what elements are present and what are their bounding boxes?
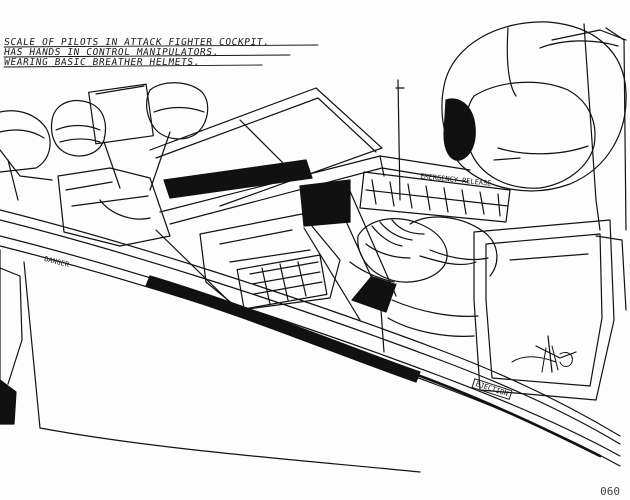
note-underlines xyxy=(3,44,319,68)
front-pilot-seat xyxy=(473,219,627,401)
rear-vent-grille xyxy=(359,171,511,223)
left-pilot-helmet xyxy=(50,82,209,191)
far-left-helmet xyxy=(0,110,53,201)
canopy-sill-rail xyxy=(0,209,621,467)
front-pilot-helmet xyxy=(441,21,627,192)
page-number: 060 xyxy=(600,485,620,498)
rear-canopy-frame xyxy=(149,87,471,225)
left-seat xyxy=(57,167,171,247)
antenna-line xyxy=(395,79,405,201)
console-dark-slot xyxy=(163,159,351,227)
right-canopy-frame xyxy=(583,23,627,231)
pilot-gloved-hand xyxy=(349,218,477,313)
left-fuselage-panel xyxy=(0,249,421,473)
handwritten-note-line: WEARING BASIC BREATHER HELMETS. xyxy=(3,57,201,68)
pilot-arm xyxy=(387,216,498,337)
artist-signature xyxy=(511,345,573,373)
instrument-panel xyxy=(199,213,341,311)
